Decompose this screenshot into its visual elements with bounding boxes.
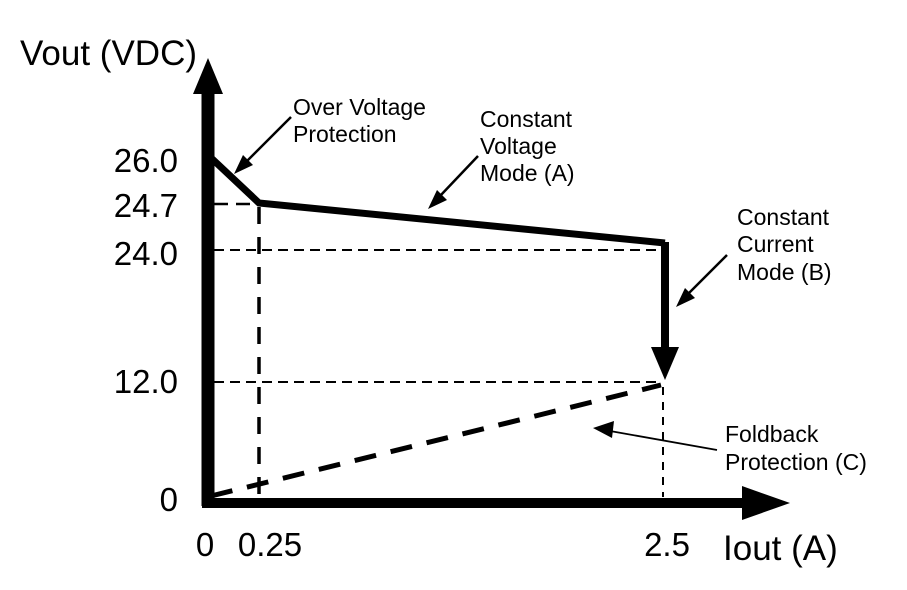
ccm-arrowhead-icon bbox=[676, 288, 695, 307]
x-axis-title: Iout (A) bbox=[723, 529, 838, 568]
annotation-constant-voltage-mode: Constant Voltage Mode (A) bbox=[480, 106, 575, 186]
annotation-foldback-protection: Foldback Protection (C) bbox=[725, 421, 867, 475]
ovp-label-line1: Over Voltage bbox=[293, 94, 426, 120]
ovp-arrowhead-icon bbox=[234, 155, 253, 174]
y-tick-24-7: 24.7 bbox=[114, 187, 178, 224]
ccm-arrow-line bbox=[687, 254, 728, 295]
x-axis-arrowhead-icon bbox=[742, 486, 790, 520]
cvm-label-line2: Voltage bbox=[480, 133, 557, 159]
y-tick-26-0: 26.0 bbox=[114, 142, 178, 179]
y-axis-arrowhead-icon bbox=[193, 58, 223, 94]
y-tick-0: 0 bbox=[160, 481, 178, 518]
x-tick-0-25: 0.25 bbox=[238, 526, 302, 563]
annotation-constant-current-mode: Constant Current Mode (B) bbox=[737, 204, 832, 285]
ovp-label-line2: Protection bbox=[293, 121, 397, 147]
y-tick-24-0: 24.0 bbox=[114, 235, 178, 272]
x-tick-0: 0 bbox=[196, 526, 214, 563]
drop-arrowhead-icon bbox=[651, 347, 679, 380]
ccm-label-line3: Mode (B) bbox=[737, 259, 832, 285]
cvm-arrowhead-icon bbox=[428, 190, 447, 209]
y-tick-labels: 26.0 24.7 24.0 12.0 0 bbox=[114, 142, 178, 518]
annotation-arrows bbox=[234, 116, 728, 451]
y-tick-12-0: 12.0 bbox=[114, 363, 178, 400]
cvm-label-line3: Mode (A) bbox=[480, 160, 575, 186]
foldback-label-line2: Protection (C) bbox=[725, 449, 867, 475]
reference-lines bbox=[214, 202, 664, 497]
ovp-arrow-line bbox=[245, 116, 292, 163]
foldback-label-line1: Foldback bbox=[725, 421, 819, 447]
annotation-over-voltage-protection: Over Voltage Protection bbox=[293, 94, 426, 147]
ccm-label-line1: Constant bbox=[737, 204, 830, 230]
cvm-arrow-line bbox=[439, 155, 479, 197]
foldback-arrowhead-icon bbox=[593, 421, 614, 438]
constant-voltage-segment bbox=[205, 152, 666, 247]
foldback-arrow-line bbox=[609, 430, 718, 451]
ccm-label-line2: Current bbox=[737, 231, 814, 257]
output-curve bbox=[205, 152, 679, 499]
x-tick-labels: 0 0.25 2.5 bbox=[196, 526, 690, 563]
cvm-label-line1: Constant bbox=[480, 106, 573, 132]
foldback-line bbox=[210, 382, 662, 499]
y-axis-title: Vout (VDC) bbox=[20, 34, 197, 73]
x-tick-2-5: 2.5 bbox=[644, 526, 690, 563]
